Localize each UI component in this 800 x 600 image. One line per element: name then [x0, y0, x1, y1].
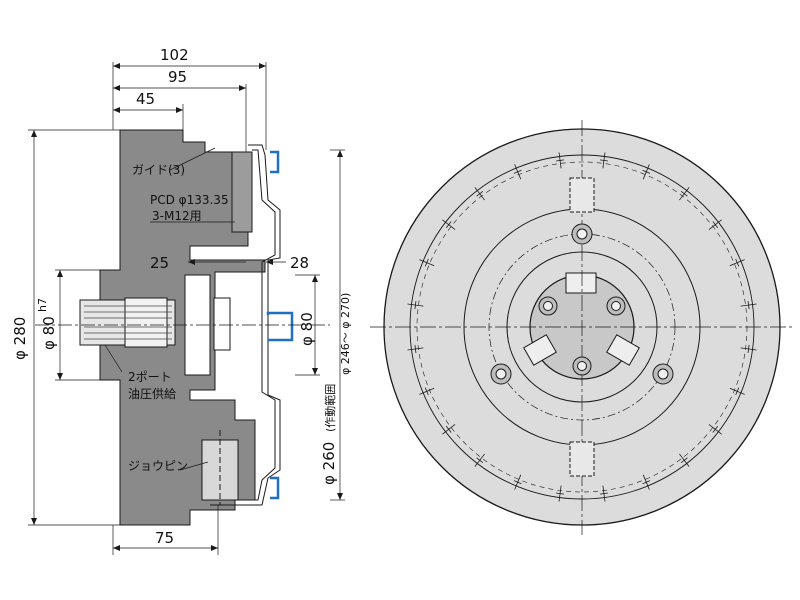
ring-tick-cap	[414, 301, 417, 310]
ring-tick-marks	[407, 152, 757, 502]
label-pcd: PCD φ133.35	[150, 193, 229, 207]
jaw-block	[231, 151, 253, 233]
bore-slot-left	[523, 334, 557, 366]
jaw-pin-leader	[179, 461, 209, 471]
ring-tick-cap	[747, 301, 750, 310]
blue-jaw-bottom	[270, 476, 280, 500]
ring-tick-cap	[424, 258, 429, 267]
ring-tick-cap	[642, 480, 651, 485]
ring-tick-cap	[599, 159, 608, 162]
ring-tick-cap	[424, 387, 429, 396]
dim-phi80-bore-tol: h7	[36, 298, 49, 312]
jaw-pin-top	[569, 177, 595, 213]
ring-tick-cap	[735, 387, 740, 396]
ring-tick-cap	[747, 344, 750, 353]
ring-tick-cap	[642, 169, 651, 174]
dim-phi260-note: (作動範囲	[323, 384, 337, 432]
dim-102-label: 102	[160, 46, 189, 64]
dim-95-label: 95	[168, 68, 187, 86]
bore-slot-right	[606, 334, 640, 366]
bore-hatch	[84, 305, 172, 340]
jaw-guide-contour-inner	[215, 149, 276, 501]
inner-bolts	[538, 296, 626, 376]
ring-tick-cap	[445, 221, 452, 229]
dim-75-label: 75	[155, 529, 174, 547]
ring-tick-cap	[513, 169, 522, 174]
ring-tick-cap	[513, 480, 522, 485]
dim-28-label: 28	[290, 254, 309, 272]
dim-range-label: φ 246～ φ 270)	[339, 293, 352, 375]
blue-jaws	[266, 150, 294, 500]
front-view	[370, 120, 795, 535]
inner-pocket-slot	[213, 297, 231, 351]
dim-phi80-right-label: φ 80	[298, 312, 316, 346]
label-port-line2: 油圧供給	[128, 387, 176, 401]
label-port-line1: 2ポート	[128, 370, 172, 384]
ring-tick-cap	[680, 190, 688, 197]
ring-tick-cap	[414, 344, 417, 353]
ring-tick-cap	[712, 221, 719, 229]
side-section-view	[28, 62, 345, 555]
ring-tick-cap	[680, 457, 688, 464]
ring-tick-cap	[476, 457, 484, 464]
pcd-bolts	[490, 223, 674, 385]
dim-25-label: 25	[150, 254, 169, 272]
guide-leader	[169, 147, 216, 171]
label-jaw-pin: ジョウピン	[128, 459, 188, 473]
label-guide: ガイド(3)	[132, 163, 185, 177]
dim-45-label: 45	[136, 90, 155, 108]
ring-tick-cap	[476, 190, 484, 197]
blue-jaw-top	[270, 150, 280, 174]
ring-tick-cap	[712, 425, 719, 433]
dim-phi80-bore-label: φ 80	[40, 316, 58, 350]
ring-tick-cap	[556, 159, 565, 162]
port-leader	[104, 344, 123, 373]
label-bolt: 3-M12用	[152, 209, 202, 223]
ring-tick-cap	[445, 425, 452, 433]
bore-spigot	[124, 297, 168, 348]
bore-slot-top	[565, 272, 597, 294]
ring-tick-cap	[735, 258, 740, 267]
jaw-guide-contour	[210, 144, 281, 506]
jaw-pin-bottom	[569, 441, 595, 477]
ring-tick-cap	[556, 492, 565, 495]
dim-phi260-label: φ 260	[320, 442, 338, 485]
ring-tick-cap	[599, 492, 608, 495]
dim-phi280-label: φ 280	[11, 317, 29, 360]
blue-jaw-mid	[266, 311, 294, 342]
